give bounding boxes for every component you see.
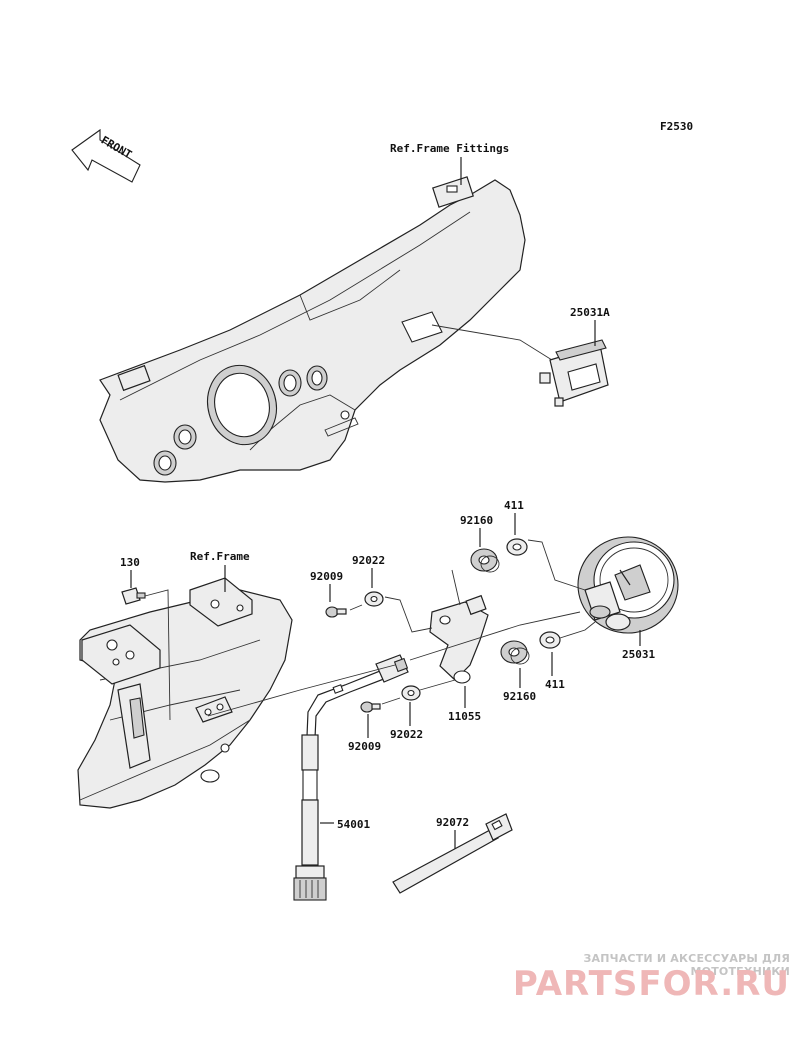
callout-92072: 92072	[436, 816, 469, 829]
indicator-unit-25031A	[431, 324, 609, 407]
leader-line	[419, 679, 456, 691]
screw-92009-lower	[360, 701, 381, 713]
frame-assembly	[77, 577, 293, 809]
callout-411-lower: 411	[545, 678, 565, 691]
leader-line	[144, 589, 171, 721]
watermark-caption: ЗАПЧАСТИ И АКСЕССУАРЫ ДЛЯ МОТОТЕХНИКИ	[583, 952, 790, 978]
callout-92022-upper: 92022	[352, 554, 385, 567]
leader-line	[559, 621, 596, 639]
grommet-92160-lower	[500, 640, 530, 665]
callout-11055: 11055	[448, 710, 481, 723]
watermark-logo: PARTSFOR.RU	[512, 964, 790, 1004]
callout-54001: 54001	[337, 818, 370, 831]
leader-line	[381, 697, 401, 705]
screw-92009-upper	[325, 606, 347, 618]
leader-line	[349, 604, 363, 611]
cable-tie-92072	[392, 813, 513, 894]
figure-code: F2530	[660, 120, 693, 133]
grommet-92160-upper	[470, 548, 500, 573]
leader-line	[451, 569, 461, 606]
leader-line	[384, 596, 433, 633]
washer-92022-upper	[364, 591, 384, 607]
callout-92009-upper: 92009	[310, 570, 343, 583]
callout-130: 130	[120, 556, 140, 569]
speedometer-cable-54001	[293, 654, 409, 901]
callout-92022-lower: 92022	[390, 728, 423, 741]
leader-line	[207, 664, 396, 717]
ref-frame-fittings-label: Ref.Frame Fittings	[390, 142, 509, 155]
callout-411-upper: 411	[504, 499, 524, 512]
washer-411-upper	[506, 538, 528, 556]
callout-25031: 25031	[622, 648, 655, 661]
front-arrow-icon: FRONT	[71, 128, 141, 183]
washer-411-lower	[539, 631, 561, 649]
meter-panel-housing	[99, 176, 526, 483]
ref-frame-label: Ref.Frame	[190, 550, 250, 563]
callout-92160-lower: 92160	[503, 690, 536, 703]
bolt-130	[121, 587, 146, 605]
callout-92009-lower: 92009	[348, 740, 381, 753]
callout-25031A: 25031A	[570, 306, 610, 319]
leader-line	[527, 539, 586, 591]
leader-line	[409, 611, 581, 661]
washer-92022-lower	[401, 685, 421, 701]
speedometer-25031	[577, 536, 679, 634]
callout-92160-upper: 92160	[460, 514, 493, 527]
bracket-11055	[429, 594, 489, 684]
